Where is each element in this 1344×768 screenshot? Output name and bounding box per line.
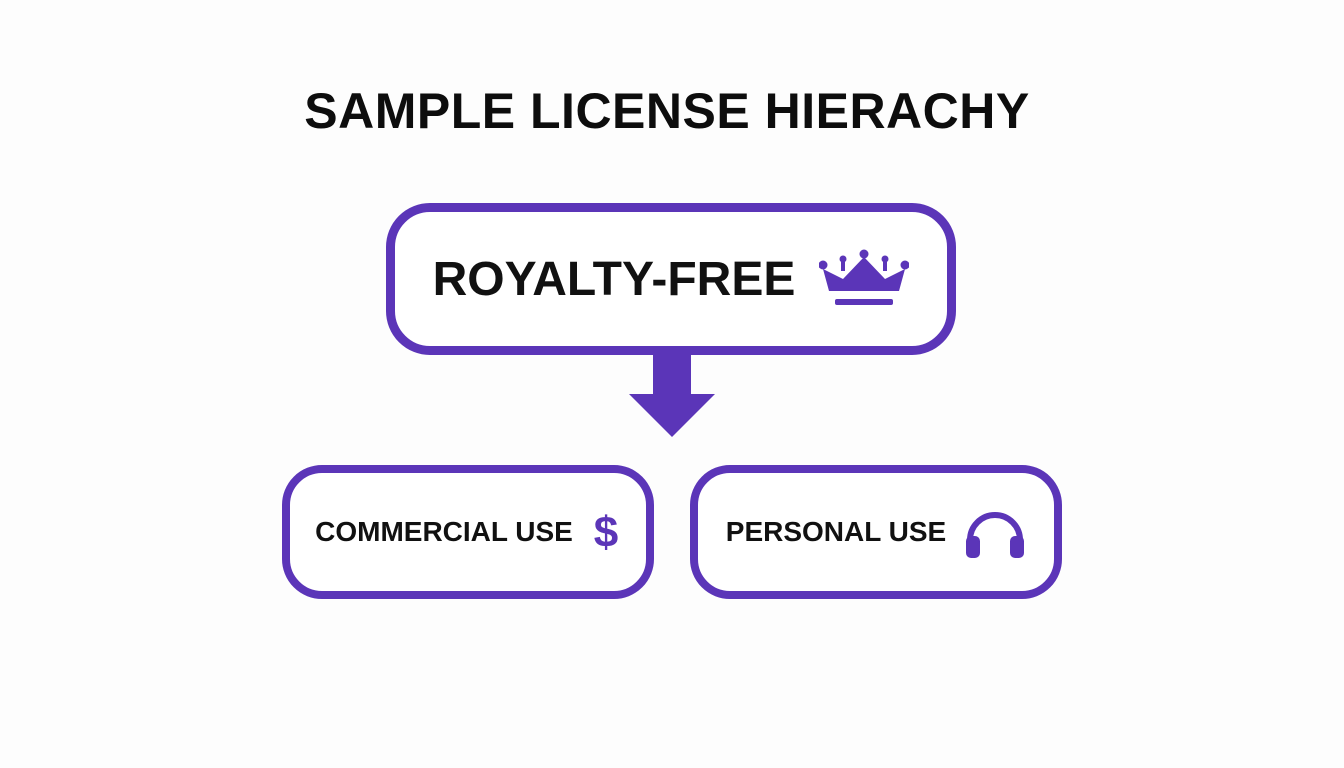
child-node-personal-use: PERSONAL USE bbox=[690, 465, 1062, 599]
child-node-commercial-use: COMMERCIAL USE $ bbox=[282, 465, 654, 599]
root-node-royalty-free: ROYALTY-FREE bbox=[386, 203, 956, 355]
child-node-label: PERSONAL USE bbox=[725, 516, 947, 547]
child-node-label: COMMERCIAL USE bbox=[315, 516, 573, 547]
crown-icon bbox=[818, 249, 910, 309]
root-node-label: ROYALTY-FREE bbox=[432, 252, 796, 306]
headphones-icon bbox=[964, 504, 1026, 560]
dollar-icon: $ bbox=[591, 508, 621, 557]
diagram-title: SAMPLE LICENSE HIERACHY bbox=[304, 83, 1030, 139]
svg-text:$: $ bbox=[594, 509, 618, 555]
